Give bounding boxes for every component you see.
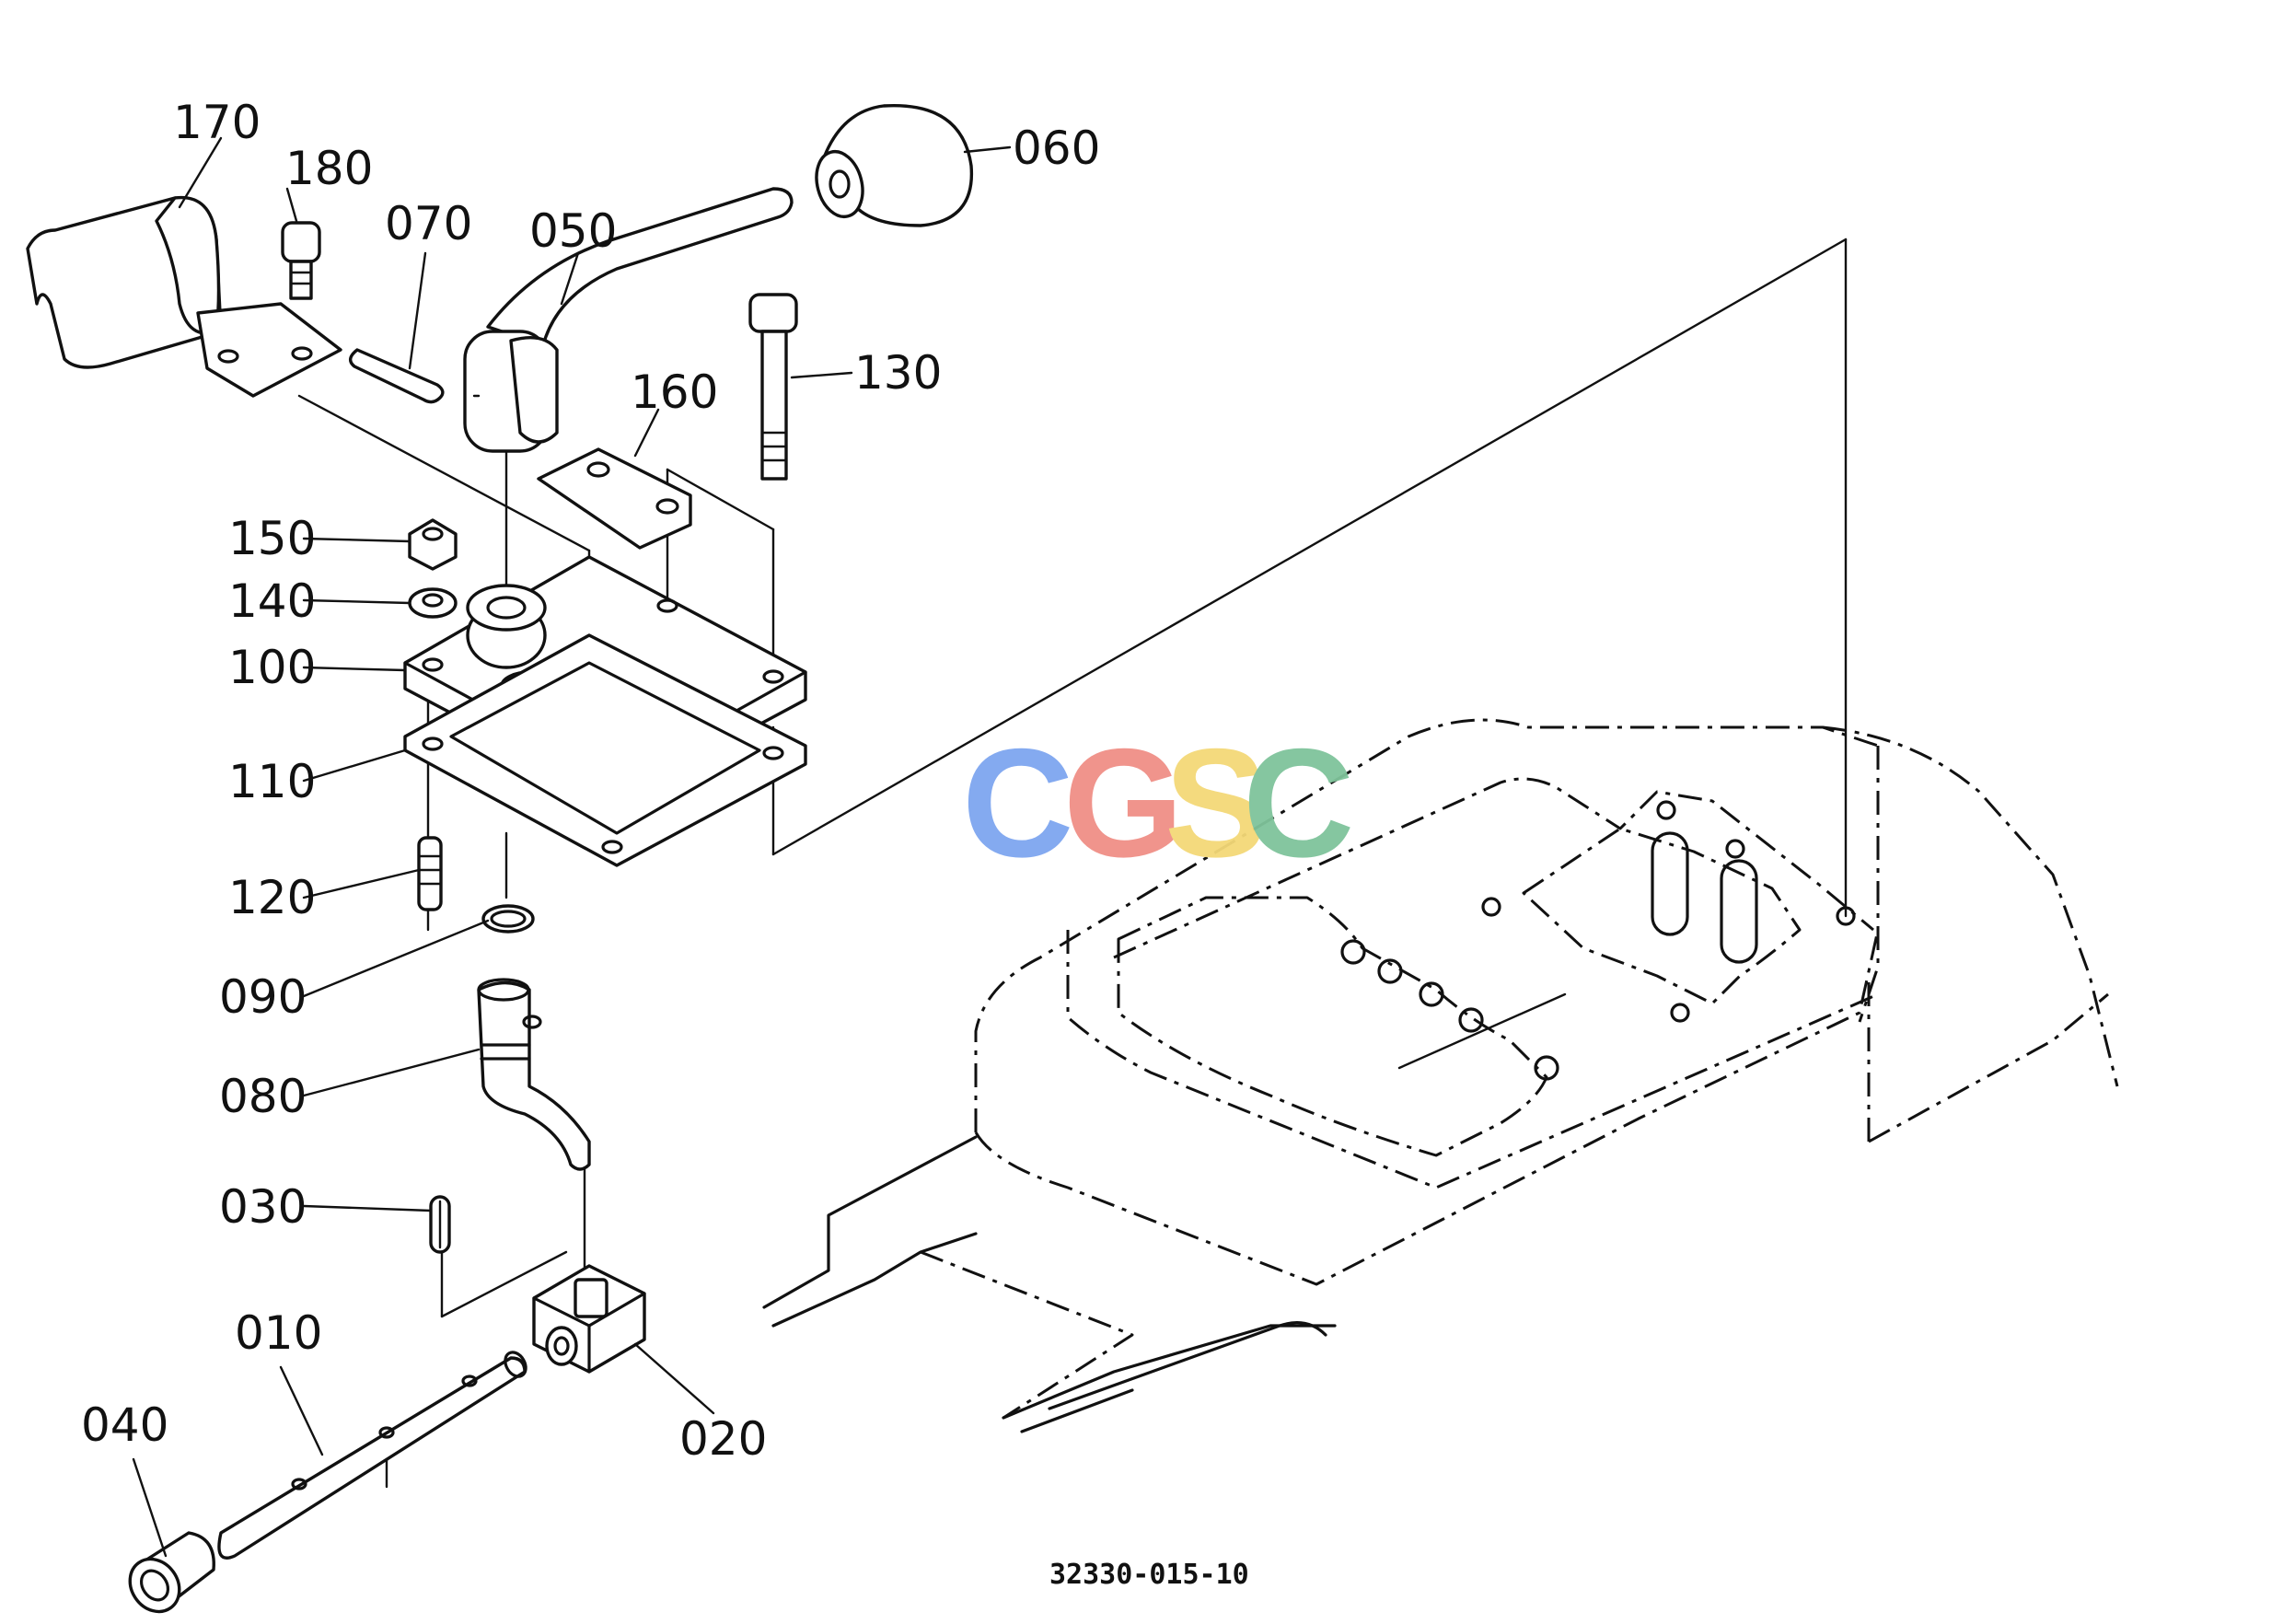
- callout-060: 060: [1013, 122, 1100, 175]
- part-160-plate: [537, 447, 692, 550]
- part-070-pin: [349, 348, 445, 404]
- part-150-nut: [408, 518, 458, 571]
- callout-070: 070: [385, 197, 472, 250]
- watermark-letter-s: S: [1165, 716, 1268, 889]
- part-120-stud: [417, 836, 443, 911]
- callout-110: 110: [228, 755, 316, 808]
- part-140-washer: [408, 587, 458, 619]
- watermark-letter-c1: C: [962, 716, 1073, 889]
- part-030-roll-pin: [429, 1195, 451, 1254]
- callout-170: 170: [173, 96, 261, 149]
- callout-100: 100: [228, 641, 316, 694]
- part-010-shift-rod: [217, 1351, 527, 1560]
- part-040-collar: [128, 1531, 215, 1614]
- callout-140: 140: [228, 574, 316, 628]
- part-080-shift-shaft: [477, 978, 591, 1171]
- callout-130: 130: [854, 346, 942, 400]
- callout-160: 160: [631, 365, 718, 419]
- part-170-lever-guard: [26, 195, 342, 398]
- callout-090: 090: [219, 970, 307, 1024]
- callout-010: 010: [235, 1306, 322, 1360]
- part-090-o-ring: [481, 904, 535, 934]
- part-060-knob: [815, 103, 974, 227]
- part-020-shift-block: [532, 1264, 646, 1374]
- part-050-shift-lever: [463, 187, 794, 453]
- callout-labels: 170 180 070 050 060 130 160 150 140 100 …: [81, 96, 1100, 1466]
- callout-150: 150: [228, 512, 316, 565]
- drawing-number: 32330-015-10: [1049, 1559, 1249, 1591]
- callout-080: 080: [219, 1070, 307, 1123]
- part-130-bolt: [748, 293, 798, 481]
- part-180-bolt: [281, 221, 321, 300]
- transmission-case: [762, 718, 2119, 1433]
- callout-040: 040: [81, 1398, 168, 1452]
- callout-030: 030: [219, 1180, 307, 1234]
- watermark-letter-g: G: [1063, 716, 1184, 889]
- callout-120: 120: [228, 871, 316, 924]
- callout-180: 180: [285, 142, 373, 195]
- callout-050: 050: [529, 204, 617, 258]
- leader-lines: [132, 136, 1012, 1558]
- callout-020: 020: [679, 1412, 767, 1466]
- watermark-logo: C G S C: [962, 716, 1354, 889]
- watermark-letter-c2: C: [1243, 716, 1354, 889]
